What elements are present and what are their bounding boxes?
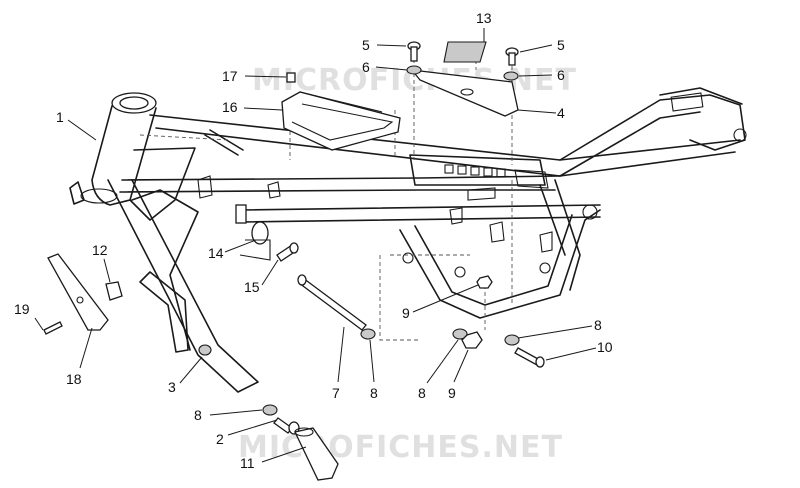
callout-6-right: 6 [557, 67, 565, 83]
callout-3: 3 [168, 379, 176, 395]
screw-part [407, 41, 519, 66]
callout-13: 13 [476, 10, 492, 26]
callout-5-left: 5 [362, 37, 370, 53]
frame [69, 87, 747, 393]
callout-17: 17 [222, 68, 238, 84]
watermark-bottom: MICROFICHES.NET [238, 430, 563, 465]
callout-7: 7 [332, 385, 340, 401]
plate-bracket-part [410, 69, 519, 117]
callout-6-left: 6 [362, 59, 370, 75]
callout-12: 12 [92, 242, 108, 258]
callout-8-bolt7: 8 [370, 385, 378, 401]
callout-8-lower: 8 [194, 407, 202, 423]
callout-15: 15 [244, 279, 260, 295]
callout-19: 19 [14, 301, 30, 317]
parts [43, 41, 545, 481]
callout-16: 16 [222, 99, 238, 115]
callout-10: 10 [597, 339, 613, 355]
callout-9-lower: 9 [448, 385, 456, 401]
callout-2: 2 [216, 431, 224, 447]
pad-part [443, 41, 487, 63]
callout-11: 11 [240, 455, 255, 471]
callout-1: 1 [56, 109, 64, 125]
callout-4: 4 [557, 105, 565, 121]
callout-18: 18 [66, 371, 82, 387]
cover-plate-part [47, 253, 109, 331]
callout-9-upper: 9 [402, 305, 410, 321]
leader-lines [34, 28, 597, 463]
callout-labels: 1 2 3 4 5 5 6 6 7 8 8 8 8 9 9 10 11 12 1… [14, 10, 613, 471]
callout-8-right: 8 [594, 317, 602, 333]
callout-14: 14 [208, 245, 224, 261]
callout-5-right: 5 [557, 37, 565, 53]
callout-8-center: 8 [418, 385, 426, 401]
long-bolt-part [298, 277, 367, 331]
